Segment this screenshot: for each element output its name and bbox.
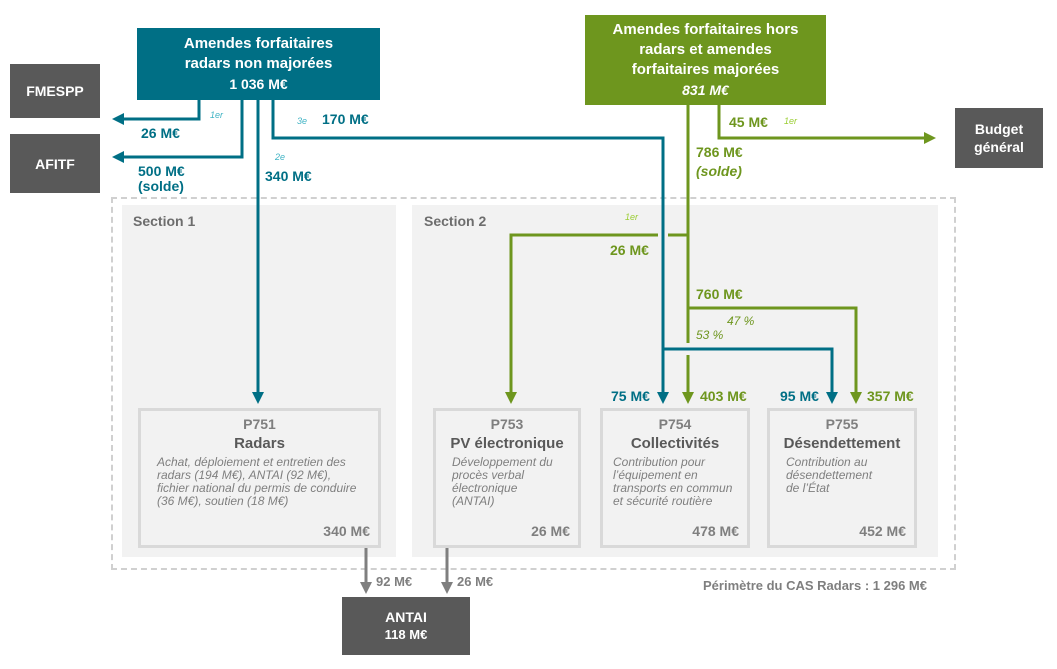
source-title: Amendes forfaitaires hors [612, 21, 799, 38]
program-code: P755 [825, 416, 859, 432]
flow-afitf [112, 100, 244, 163]
program-code: P753 [490, 416, 524, 432]
program-name: PV électronique [450, 435, 564, 452]
program-p755: P755 Désendettement Contribution au dése… [767, 408, 917, 548]
flow-p753b [505, 233, 658, 404]
program-name: Collectivités [630, 435, 720, 452]
flow-label: 26 M€ [457, 574, 494, 589]
flow-label: 26 M€ [610, 242, 649, 258]
program-p754: P754 Collectivités Contribution pour l’é… [600, 408, 750, 548]
flow-label: 95 M€ [780, 388, 819, 404]
source-hors-radars-box: Amendes forfaitaires hors radars et amen… [585, 15, 826, 105]
program-amount: 340 M€ [323, 523, 370, 539]
antai-box: ANTAI 118 M€ [342, 597, 470, 655]
source-title: radars et amendes [639, 41, 772, 58]
program-desc: Développement du procès verbal électroni… [452, 455, 553, 508]
section-2-label: Section 2 [424, 213, 487, 229]
order-label: 2e [275, 152, 286, 162]
flow-label: 45 M€ [729, 114, 768, 130]
flow-label: 92 M€ [376, 574, 413, 589]
antai-amount: 118 M€ [384, 627, 428, 642]
antai-label: ANTAI [385, 609, 427, 625]
program-desc: Achat, déploiement et entretien des rada… [157, 455, 357, 508]
perimeter-label: Périmètre du CAS Radars : 1 296 M€ [703, 578, 927, 593]
flow-p755-green [688, 306, 862, 404]
flow-label: 403 M€ [700, 388, 747, 404]
flow-fmespp [112, 100, 201, 125]
flow-label: (solde) [696, 163, 742, 179]
source-title: radars non majorées [184, 55, 333, 72]
program-p751: P751 Radars Achat, déploiement et entret… [138, 408, 381, 548]
afitf-box: AFITF [10, 134, 100, 193]
order-label: 1er [784, 116, 798, 126]
program-amount: 26 M€ [531, 523, 570, 539]
program-name: Désendettement [783, 435, 901, 452]
budget-general-box: Budget général [955, 108, 1043, 168]
source-amount: 831 M€ [682, 82, 729, 98]
section-1-label: Section 1 [133, 213, 196, 229]
program-desc: Contribution au désendettement de l’État [786, 455, 873, 495]
flow-label: 170 M€ [322, 111, 369, 127]
order-label: 3e [297, 116, 308, 126]
program-code: P754 [658, 416, 692, 432]
flow-label: 786 M€ [696, 144, 743, 160]
program-p753: P753 PV électronique Développement du pr… [433, 408, 581, 548]
flow-budget [717, 105, 936, 144]
program-amount: 452 M€ [859, 523, 906, 539]
source-amount: 1 036 M€ [229, 76, 288, 92]
source-title: forfaitaires majorées [631, 61, 780, 78]
program-amount: 478 M€ [692, 523, 739, 539]
order-label: 1er [625, 212, 639, 222]
flow-label: 500 M€ [138, 163, 185, 179]
program-name: Radars [234, 435, 285, 452]
source-radars-box: Amendes forfaitaires radars non majorées… [137, 28, 380, 100]
source-title: Amendes forfaitaires [183, 35, 334, 52]
order-label: 1er [210, 110, 224, 120]
budget-label: général [974, 139, 1024, 155]
flow-collect-teal [271, 100, 669, 404]
flow-p755-teal [663, 347, 838, 404]
budget-label: Budget [974, 121, 1024, 137]
flow-label: 357 M€ [867, 388, 914, 404]
afitf-label: AFITF [35, 155, 75, 172]
flow-label: 75 M€ [611, 388, 650, 404]
flow-label: (solde) [138, 178, 184, 194]
flow-label: 760 M€ [696, 286, 743, 302]
fmespp-label: FMESPP [26, 83, 84, 99]
program-code: P751 [243, 416, 276, 432]
perimeter-border [111, 197, 956, 570]
flow-label: 26 M€ [141, 125, 180, 141]
program-desc: Contribution pour l’équipement en transp… [613, 455, 733, 508]
pct-label: 53 % [696, 328, 724, 342]
pct-label: 47 % [727, 314, 755, 328]
flow-label: 340 M€ [265, 168, 312, 184]
fmespp-box: FMESPP [10, 64, 100, 118]
